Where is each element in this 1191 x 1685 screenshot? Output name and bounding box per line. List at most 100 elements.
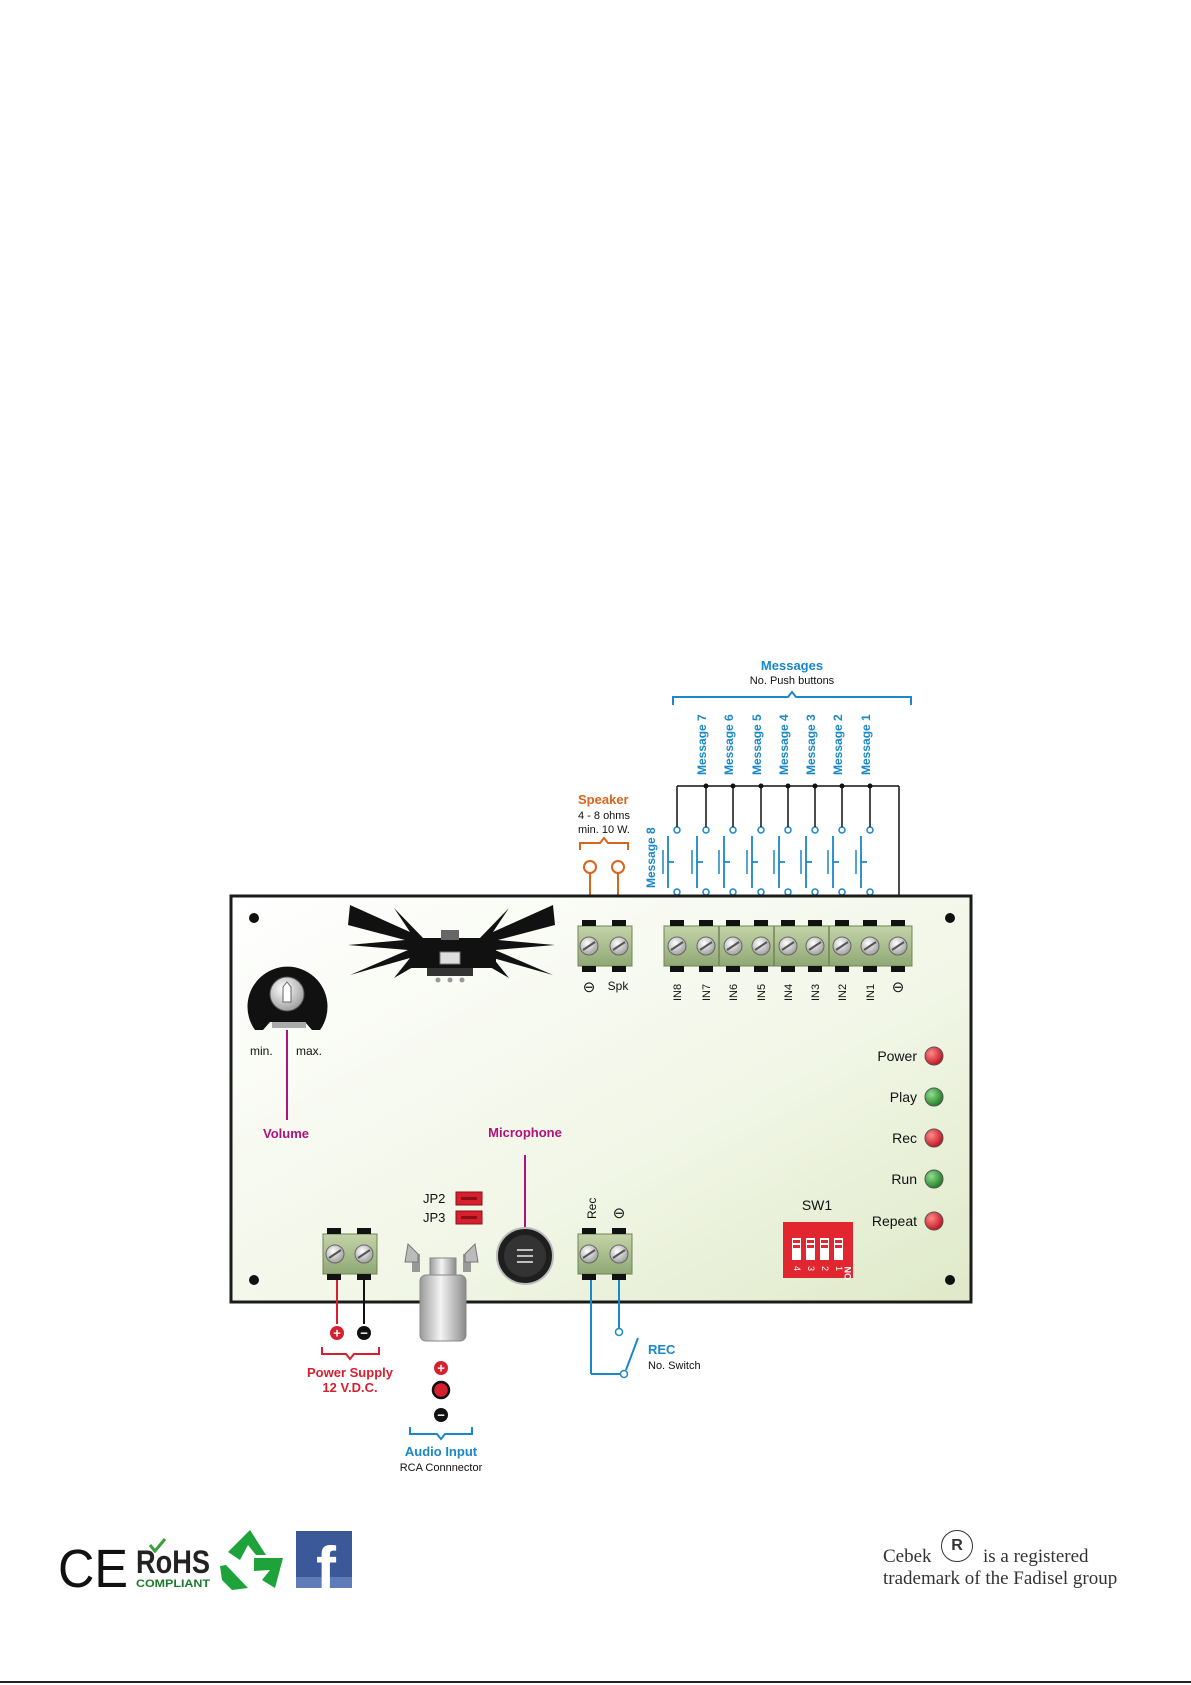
power-neg-sign: − <box>360 1326 368 1341</box>
led-icon <box>924 1087 944 1107</box>
dip-key <box>834 1238 843 1260</box>
screw-icon <box>751 936 771 956</box>
microphone-icon <box>496 1227 554 1285</box>
screw-icon <box>579 1244 599 1264</box>
dip-key <box>792 1238 801 1260</box>
jp3-label: JP3 <box>423 1210 445 1225</box>
rec-switch-title: REC <box>648 1342 676 1357</box>
mount-hole-bl <box>249 1275 259 1285</box>
speaker-bracket <box>579 836 629 850</box>
jumper-icon <box>455 1191 483 1225</box>
speaker-spec-1: 4 - 8 ohms <box>578 810 630 822</box>
terminal-pin <box>699 920 713 926</box>
screw-icon <box>723 936 743 956</box>
svg-text:CE: CE <box>58 1539 128 1599</box>
screw-icon <box>860 936 880 956</box>
input-terminal-label: IN5 <box>756 984 768 1001</box>
input-terminal-label: IN1 <box>865 984 877 1001</box>
dip-key <box>820 1238 829 1260</box>
power-supply-title: Power Supply <box>307 1365 394 1380</box>
input-terminal-label: IN2 <box>837 984 849 1001</box>
speaker-terminal-b <box>611 860 625 874</box>
led-label: Run <box>891 1171 917 1187</box>
mount-hole-br <box>945 1275 955 1285</box>
terminal-pin <box>726 966 740 972</box>
terminal-pin <box>835 920 849 926</box>
terminal-pin <box>781 966 795 972</box>
message-label: Message 1 <box>859 714 873 775</box>
input-terminal-label: IN3 <box>810 984 822 1001</box>
sw1-label: SW1 <box>802 1197 833 1213</box>
messages-bracket <box>672 690 912 705</box>
rec-switch-subtitle: No. Switch <box>648 1360 701 1372</box>
power-pos-terminal <box>330 1326 344 1340</box>
messages-subtitle: No. Push buttons <box>750 675 835 687</box>
volume-max-label: max. <box>296 1044 322 1058</box>
rca-connector-icon <box>404 1242 479 1342</box>
volume-min-label: min. <box>250 1044 273 1058</box>
led-label: Rec <box>892 1130 917 1146</box>
screw-icon <box>325 1244 345 1264</box>
led-label: Repeat <box>872 1213 917 1229</box>
microphone-label: Microphone <box>488 1125 562 1140</box>
message-label: Message 7 <box>695 714 709 775</box>
trademark-tail: is a registered <box>983 1546 1089 1567</box>
terminal-pin <box>835 966 849 972</box>
screw-icon <box>609 1244 629 1264</box>
speaker-terminal-a <box>583 860 597 874</box>
audio-bracket <box>409 1427 473 1441</box>
screw-icon <box>667 936 687 956</box>
led-run: Run <box>891 1169 944 1189</box>
message-label: Message 5 <box>750 714 764 775</box>
ce-mark-icon: CE <box>58 1539 128 1599</box>
terminal-pin <box>863 966 877 972</box>
dip-on-label: ON <box>843 1267 853 1281</box>
facebook-icon: f <box>296 1531 352 1602</box>
rec-terminal-label: Rec <box>585 1198 599 1219</box>
terminal-pin <box>863 920 877 926</box>
mount-hole-tr <box>945 913 955 923</box>
power-neg-terminal <box>357 1326 371 1340</box>
trademark-owner: trademark of the Fadisel group <box>883 1568 1118 1589</box>
led-icon <box>924 1046 944 1066</box>
led-icon <box>924 1128 944 1148</box>
led-repeat: Repeat <box>872 1211 944 1231</box>
screw-icon <box>354 1244 374 1264</box>
input-terminal-label: IN8 <box>672 984 684 1001</box>
screw-icon <box>832 936 852 956</box>
rec-neg-terminal-label: ⊖ <box>613 1205 626 1222</box>
power-pos-sign: + <box>333 1326 341 1341</box>
recycle-icon <box>220 1530 283 1590</box>
speaker-spec-2: min. 10 W. <box>578 824 630 836</box>
power-supply-voltage: 12 V.D.C. <box>322 1380 377 1395</box>
messages-title: Messages <box>761 658 823 673</box>
led-rec: Rec <box>892 1128 944 1148</box>
terminal-pin <box>754 966 768 972</box>
audio-pos-terminal <box>434 1361 448 1375</box>
dip-number: 3 <box>806 1266 816 1271</box>
screw-icon <box>805 936 825 956</box>
terminal-pin <box>808 966 822 972</box>
led-icon <box>924 1211 944 1231</box>
dip-number: 4 <box>792 1266 802 1271</box>
message-label: Message 3 <box>804 714 818 775</box>
led-label: Play <box>890 1089 917 1105</box>
led-icon <box>924 1169 944 1189</box>
input-terminal-label: IN4 <box>783 984 795 1001</box>
svg-text:COMPLIANT: COMPLIANT <box>136 1578 210 1590</box>
trademark-note: Cebek R is a registered trademark of the… <box>883 1530 1183 1592</box>
jp2-label: JP2 <box>423 1191 445 1206</box>
input-terminal-label: IN6 <box>728 984 740 1001</box>
screw-icon <box>579 936 599 956</box>
volume-potentiometer-icon <box>247 966 328 1030</box>
rec-switch-icon <box>590 1280 639 1379</box>
terminal-pin <box>726 920 740 926</box>
input-terminal-label: IN7 <box>701 984 713 1001</box>
bottom-divider <box>0 1681 1191 1683</box>
input-neg-terminal-label: ⊖ <box>892 979 905 996</box>
mount-hole-tl <box>249 913 259 923</box>
dip-number: 2 <box>820 1266 830 1271</box>
speaker-title: Speaker <box>578 792 629 807</box>
